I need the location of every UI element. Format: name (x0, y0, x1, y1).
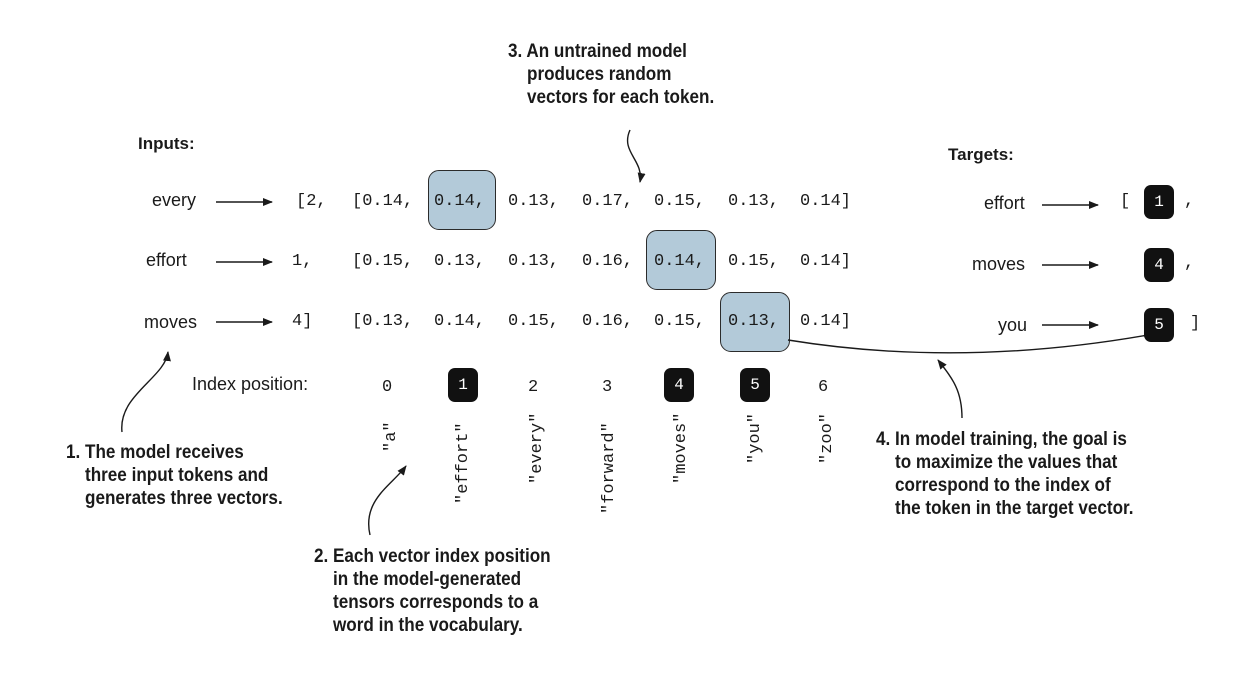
connector-curve (787, 334, 1149, 354)
vector-cell: 0.16, (582, 252, 634, 271)
target-word-1: moves (972, 254, 1026, 274)
target-id-badge-2: 5 (1144, 308, 1174, 342)
vector-cell: 0.14, (654, 252, 706, 271)
vector-cell: 0.15, (508, 312, 560, 331)
index-position-2: 2 (528, 378, 539, 397)
index-position-3: 3 (602, 378, 613, 397)
input-id-1: 1, (292, 252, 313, 271)
vector-cell: 0.17, (582, 192, 634, 211)
vector-cell: 0.13, (728, 192, 780, 211)
vector-cell: 0.15, (728, 252, 780, 271)
vocab-word-a: "a" (382, 421, 401, 452)
target-separator-2: ] (1190, 314, 1201, 333)
index-position-6: 6 (818, 378, 829, 397)
input-word-0: every (152, 190, 197, 210)
vocab-word-forward: "forward" (600, 422, 619, 514)
note1-arrow (121, 351, 171, 433)
input-id-0: [2, (296, 192, 327, 211)
target-separator-0: , (1184, 192, 1195, 211)
vector-cell: 0.13, (508, 192, 560, 211)
index-position-0: 0 (382, 378, 393, 397)
vector-cell: 0.13, (434, 252, 486, 271)
highlight-row2-col5 (720, 292, 790, 352)
note-3: 3. An untrained model produces random ve… (508, 41, 715, 108)
input-id-2: 4] (292, 312, 313, 331)
inputs-heading: Inputs: (138, 134, 195, 153)
index-badge-1: 1 (448, 368, 478, 402)
vector-cell: 0.14] (800, 252, 852, 271)
vocab-word-zoo: "zoo" (818, 412, 837, 464)
vector-cell: [0.13, (352, 312, 414, 331)
vector-cell: 0.16, (582, 312, 634, 331)
vector-cell: 0.13, (728, 312, 780, 331)
target-word-0: effort (984, 193, 1025, 213)
index-position-label: Index position: (192, 374, 309, 394)
note-2: 2. Each vector index position in the mod… (314, 546, 551, 636)
vector-cell: [0.14, (352, 192, 414, 211)
note2-arrow (367, 465, 407, 536)
target-separator-1: , (1184, 254, 1195, 273)
vector-cell: 0.15, (654, 192, 706, 211)
targets-heading: Targets: (948, 145, 1014, 164)
highlight-row1-col4 (646, 230, 716, 290)
target-id-badge-0: 1 (1144, 185, 1174, 219)
highlight-row0-col1 (428, 170, 496, 230)
note4-arrow (937, 359, 963, 419)
vector-cell: 0.14, (434, 192, 486, 211)
target-open-bracket: [ (1120, 192, 1131, 211)
index-badge-4: 4 (664, 368, 694, 402)
note3-arrow (626, 129, 646, 183)
vector-cell: [0.15, (352, 252, 414, 271)
vector-cell: 0.13, (508, 252, 560, 271)
vocab-word-moves: "moves" (672, 412, 691, 484)
input-word-2: moves (144, 312, 198, 332)
target-word-2: you (998, 315, 1028, 335)
vector-cell: 0.14] (800, 312, 852, 331)
target-id-badge-1: 4 (1144, 248, 1174, 282)
vector-cell: 0.14, (434, 312, 486, 331)
vector-cell: 0.15, (654, 312, 706, 331)
note-1: 1. The model receives three input tokens… (66, 442, 283, 509)
index-badge-5: 5 (740, 368, 770, 402)
vocab-word-you: "you" (746, 412, 765, 464)
input-word-1: effort (146, 250, 187, 270)
note-4: 4. In model training, the goal is to max… (876, 429, 1134, 519)
vocab-word-every: "every" (528, 412, 547, 484)
vocab-word-effort: "effort" (454, 422, 473, 504)
vector-cell: 0.14] (800, 192, 852, 211)
